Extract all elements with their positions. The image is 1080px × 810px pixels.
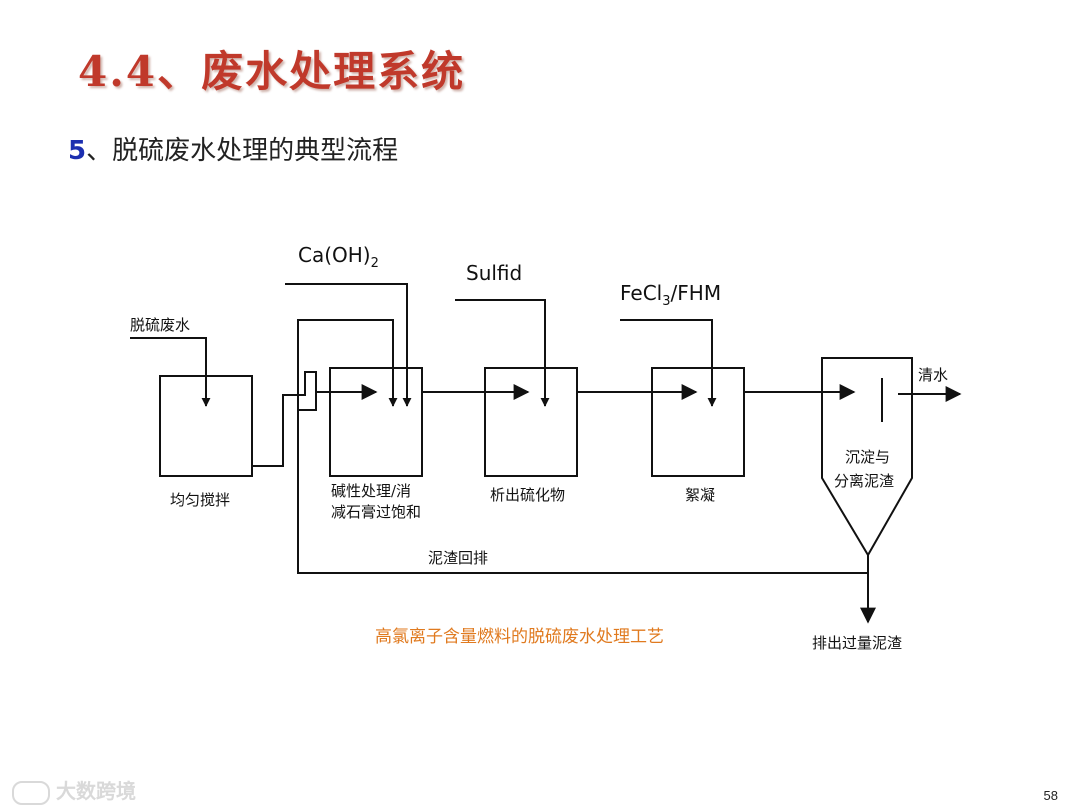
fecl3-label: FeCl3/FHM bbox=[620, 281, 721, 309]
clear-water-label: 清水 bbox=[918, 366, 948, 384]
settle-label-2: 分离泥渣 bbox=[834, 472, 894, 490]
subtitle-number: 5 bbox=[68, 136, 87, 166]
floc-label: 絮凝 bbox=[685, 486, 715, 504]
sulfid-feed-line bbox=[455, 299, 550, 407]
floc-tank bbox=[651, 367, 745, 477]
sulfid-label: Sulfid bbox=[466, 261, 522, 285]
mix-label: 均匀搅拌 bbox=[170, 491, 230, 509]
caoh2-label: Ca(OH)2 bbox=[298, 243, 379, 271]
alkali-label-1: 碱性处理/消 bbox=[331, 482, 411, 500]
subtitle-text: 、脱硫废水处理的典型流程 bbox=[86, 136, 399, 166]
page-number: 58 bbox=[1043, 788, 1058, 803]
mix-outlet-pipe bbox=[252, 371, 868, 574]
input-label: 脱硫废水 bbox=[130, 316, 190, 334]
sludge-return-label: 泥渣回排 bbox=[428, 549, 488, 567]
watermark: 大数跨境 bbox=[12, 775, 136, 805]
settle-label-1: 沉淀与 bbox=[845, 448, 890, 466]
sulfide-label: 析出硫化物 bbox=[490, 486, 565, 504]
alkali-label-2: 减石膏过饱和 bbox=[331, 503, 421, 521]
watermark-logo-icon bbox=[12, 780, 50, 805]
watermark-text: 大数跨境 bbox=[56, 779, 136, 803]
excess-sludge-label: 排出过量泥渣 bbox=[812, 634, 902, 652]
fecl3-feed-line bbox=[620, 319, 717, 407]
diagram-caption: 高氯离子含量燃料的脱硫废水处理工艺 bbox=[375, 627, 664, 647]
settling-clarifier bbox=[821, 357, 913, 557]
input-feed-line bbox=[130, 337, 211, 407]
alkali-tank bbox=[329, 367, 423, 477]
recycle-into-alkali bbox=[297, 319, 398, 573]
slide-subtitle: 5、脱硫废水处理的典型流程 bbox=[68, 130, 398, 167]
slide-title: 4.4、废水处理系统 bbox=[78, 47, 466, 96]
caoh2-feed-line bbox=[285, 283, 412, 407]
sulfide-tank bbox=[484, 367, 578, 477]
